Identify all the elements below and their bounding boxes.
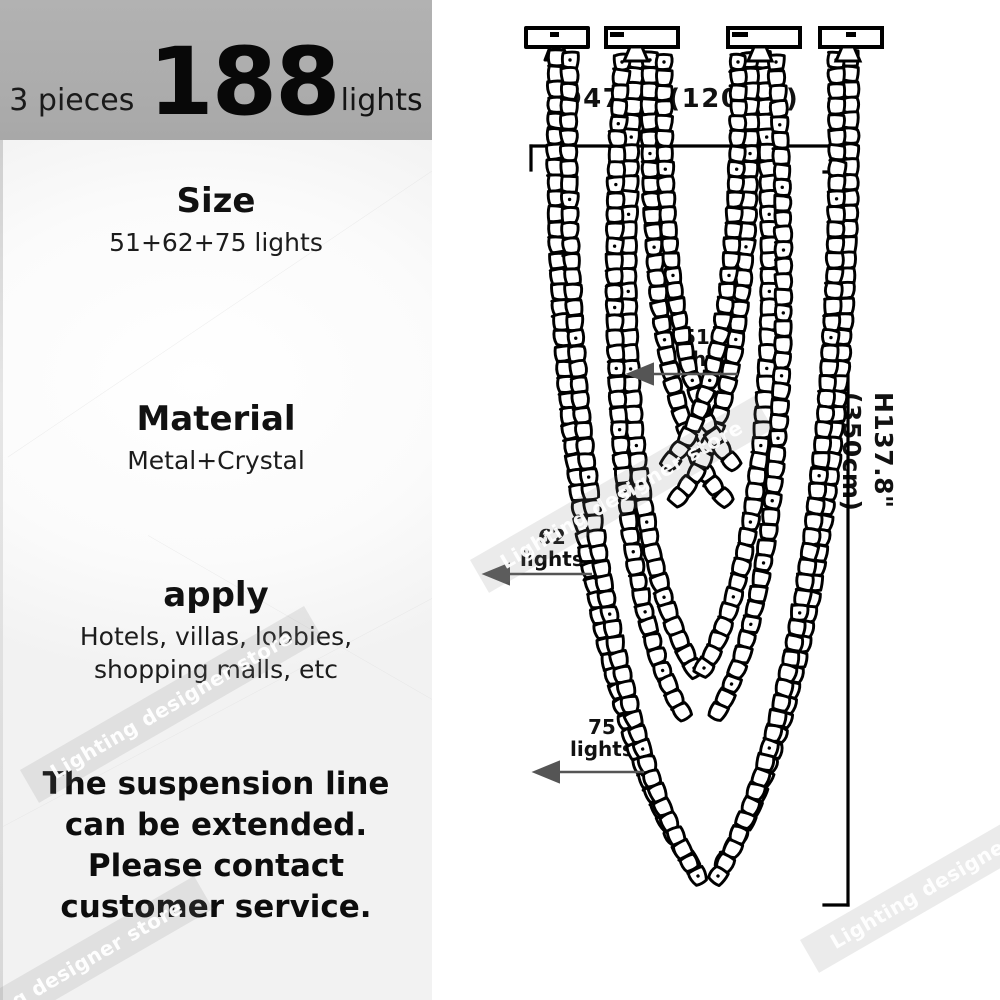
callout-arrows (481, 362, 738, 784)
spec-title: Size (176, 181, 256, 221)
spec-value: 51+62+75 lights (109, 228, 323, 258)
spec-title: apply (163, 575, 269, 615)
spec-value: Hotels, villas, lobbies, shopping malls,… (79, 622, 353, 684)
callout-unit: lights (520, 547, 584, 572)
callout-count: 75 (587, 715, 616, 739)
notice-line-1: The suspension line (42, 766, 390, 802)
suspension-notice: The suspension line can be extended. Ple… (0, 764, 432, 928)
chandelier-line-art (481, 26, 884, 907)
left-info-panel (0, 0, 432, 1000)
crystal-bead-strands (545, 48, 861, 888)
spec-block-size: Size 51+62+75 lights (0, 181, 432, 260)
spec-block-material: Material Metal+Crystal (0, 399, 432, 478)
ceiling-mount-cones (621, 45, 863, 63)
spec-title: Material (136, 399, 296, 439)
notice-line-3: Please contact (87, 847, 345, 884)
total-light-count: 188 (148, 28, 340, 138)
spec-value: Metal+Crystal (127, 446, 305, 476)
pieces-label: 3 pieces (9, 83, 135, 118)
lights-label: lights (340, 83, 423, 118)
header-band: 3 pieces 188 lights (0, 0, 432, 140)
callout-75-lights: 75 lights (570, 716, 634, 761)
ceiling-mount-plates (604, 26, 884, 49)
spec-block-apply: apply Hotels, villas, lobbies, shopping … (0, 575, 432, 686)
callout-count: 62 (537, 525, 566, 549)
header-count-row: 3 pieces 188 lights (0, 28, 432, 138)
callout-62-lights: 62 lights (520, 526, 584, 571)
notice-line-4: customer service. (60, 888, 372, 925)
ceiling-mount-studs (610, 32, 856, 37)
chandelier-diagram: D47.2"(120cm) H137.8" (350cm) 51 lights … (432, 0, 1000, 1000)
callout-unit: lights (570, 737, 634, 762)
notice-line-2: can be extended. (64, 806, 368, 843)
